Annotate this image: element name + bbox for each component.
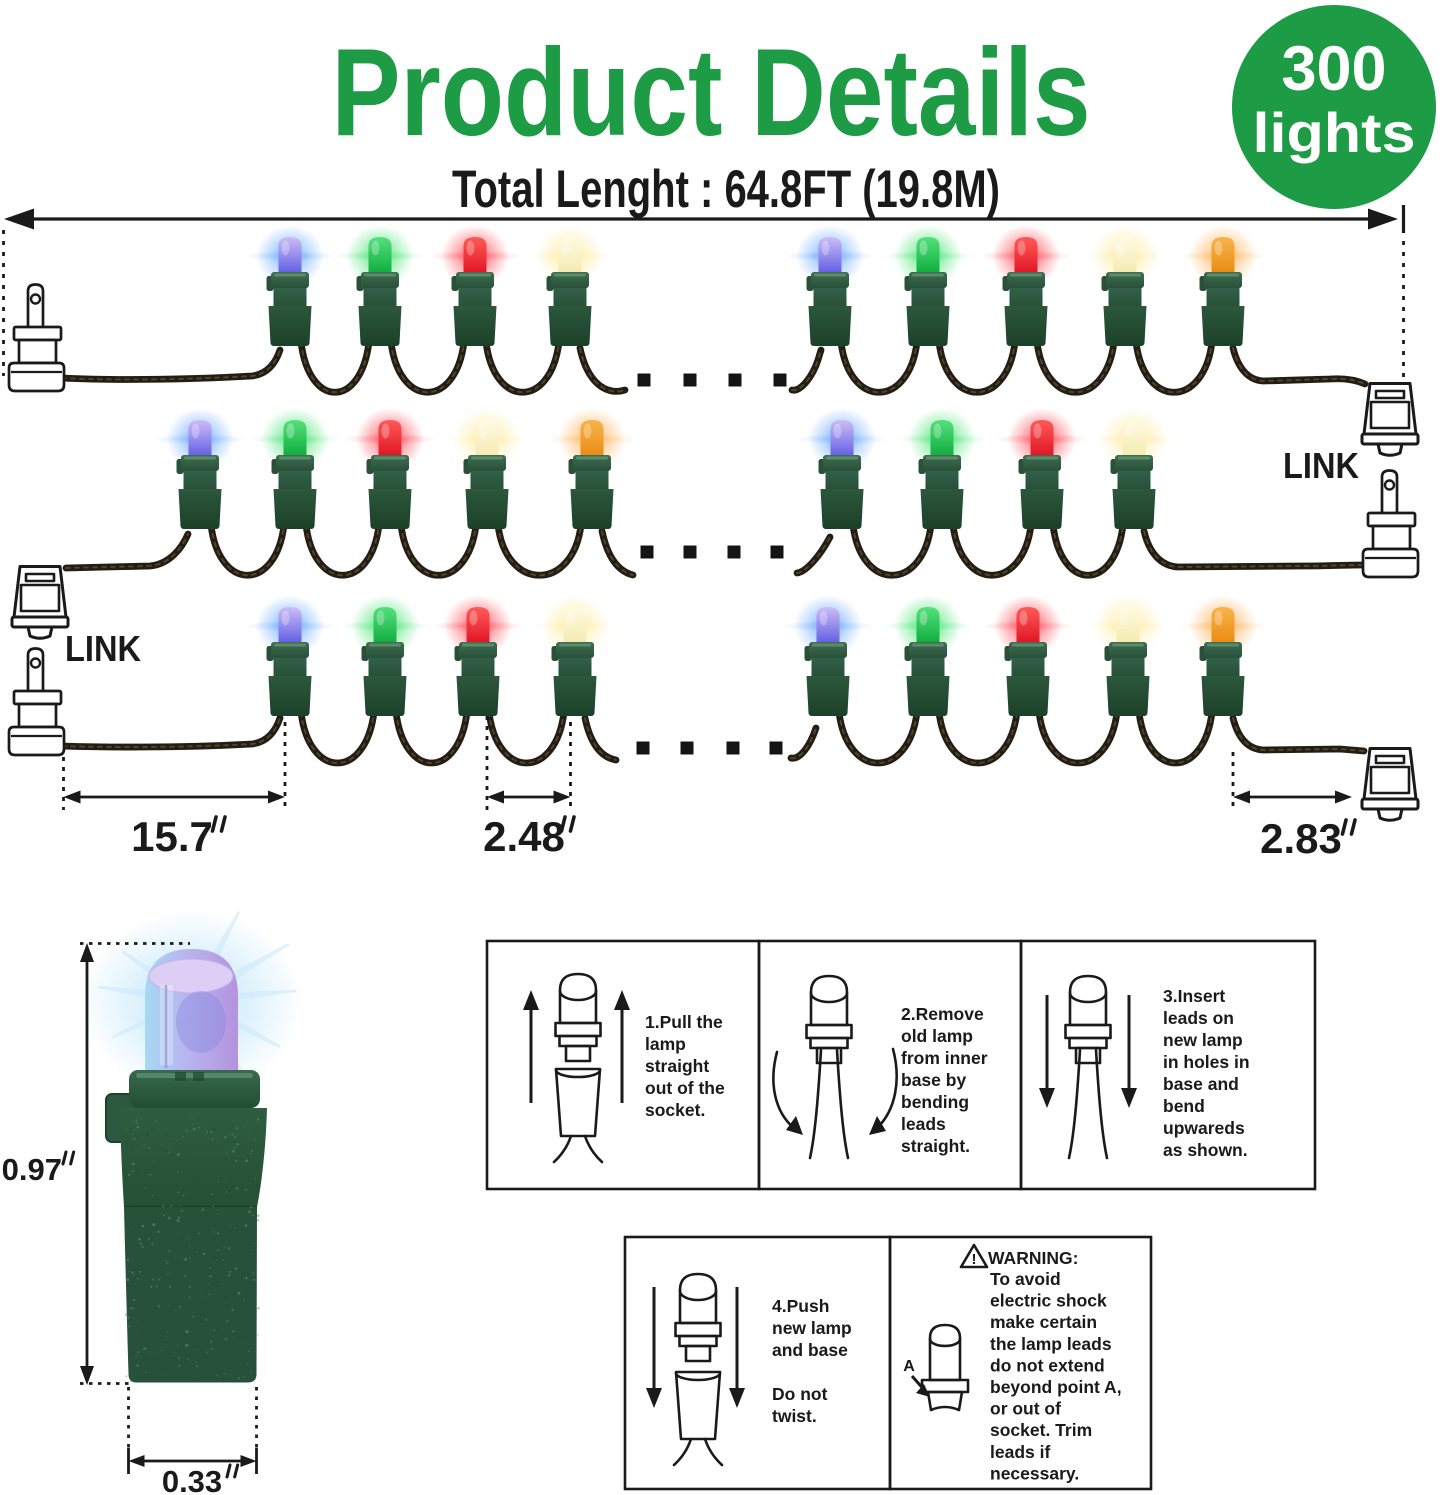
svg-text:Do not: Do not	[772, 1384, 828, 1404]
svg-text:or out of: or out of	[990, 1399, 1061, 1419]
svg-text:0.33: 0.33	[162, 1464, 222, 1495]
svg-text:the lamp leads: the lamp leads	[990, 1334, 1112, 1354]
svg-text:4.Push: 4.Push	[772, 1296, 829, 1316]
svg-text:new lamp: new lamp	[772, 1318, 852, 1338]
svg-text:!: !	[972, 1251, 977, 1268]
svg-text:new lamp: new lamp	[1163, 1030, 1243, 1050]
svg-text:WARNING:: WARNING:	[988, 1248, 1078, 1268]
svg-text:out of the: out of the	[645, 1078, 725, 1098]
svg-text:2.48: 2.48	[483, 813, 565, 860]
svg-text:1.Pull the: 1.Pull the	[645, 1012, 723, 1032]
svg-text:and base: and base	[772, 1340, 848, 1360]
svg-text:socket.: socket.	[645, 1100, 705, 1120]
svg-text:lamp: lamp	[645, 1034, 686, 1054]
svg-text:in holes in: in holes in	[1163, 1052, 1250, 1072]
svg-text:leads on: leads on	[1163, 1008, 1234, 1028]
svg-text:A: A	[903, 1358, 915, 1375]
svg-text:3.Insert: 3.Insert	[1163, 986, 1225, 1006]
svg-text:straight.: straight.	[901, 1136, 970, 1156]
svg-text:bend: bend	[1163, 1096, 1205, 1116]
svg-text:base by: base by	[901, 1070, 966, 1090]
svg-text:leads: leads	[901, 1114, 946, 1134]
svg-text:base and: base and	[1163, 1074, 1239, 1094]
svg-text:0.97: 0.97	[2, 1152, 62, 1187]
svg-text:electric shock: electric shock	[990, 1291, 1107, 1311]
svg-text:beyond point A,: beyond point A,	[990, 1377, 1122, 1397]
svg-text:upwareds: upwareds	[1163, 1118, 1245, 1138]
svg-text:Total Lenght : 64.8FT (19.8M): Total Lenght : 64.8FT (19.8M)	[452, 160, 1000, 219]
svg-text:do not extend: do not extend	[990, 1355, 1105, 1375]
svg-text:straight: straight	[645, 1056, 709, 1076]
svg-text:twist.: twist.	[772, 1406, 817, 1426]
svg-text:old lamp: old lamp	[901, 1026, 973, 1046]
svg-text:LINK: LINK	[65, 628, 141, 669]
svg-text:15.7: 15.7	[131, 813, 213, 860]
svg-text:Product Details: Product Details	[332, 24, 1091, 162]
svg-text:socket. Trim: socket. Trim	[990, 1420, 1092, 1440]
svg-text:bending: bending	[901, 1092, 969, 1112]
svg-text:make certain: make certain	[990, 1312, 1097, 1332]
svg-text:leads if: leads if	[990, 1442, 1050, 1462]
svg-text:as shown.: as shown.	[1163, 1140, 1248, 1160]
svg-text:LINK: LINK	[1283, 445, 1359, 486]
svg-text:300: 300	[1282, 34, 1387, 104]
svg-text:2.83: 2.83	[1260, 815, 1342, 862]
svg-text:2.Remove: 2.Remove	[901, 1004, 984, 1024]
svg-text:lights: lights	[1253, 101, 1416, 164]
svg-text:from inner: from inner	[901, 1048, 988, 1068]
svg-text:necessary.: necessary.	[990, 1463, 1079, 1483]
svg-text:To avoid: To avoid	[990, 1269, 1061, 1289]
